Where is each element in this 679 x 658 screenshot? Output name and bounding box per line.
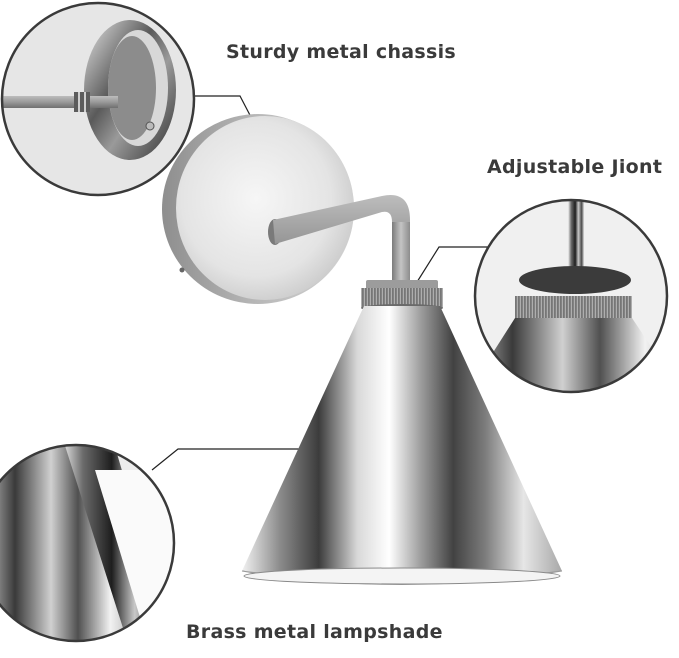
detail-circle-chassis: [0, 1, 196, 197]
leader-line-joint: [411, 246, 495, 291]
lamp-arm: [268, 195, 410, 284]
detail-circle-shade: [0, 443, 176, 643]
callout-label-joint: Adjustable Jiont: [487, 156, 663, 178]
wall-plate: [162, 114, 354, 304]
detail-circle-joint: [473, 198, 669, 394]
wall-sconce: [162, 114, 563, 585]
cone-shade: [241, 306, 563, 585]
callout-label-shade: Brass metal lampshade: [186, 621, 443, 643]
callout-label-chassis: Sturdy metal chassis: [226, 41, 457, 63]
leader-line-shade: [151, 448, 300, 471]
